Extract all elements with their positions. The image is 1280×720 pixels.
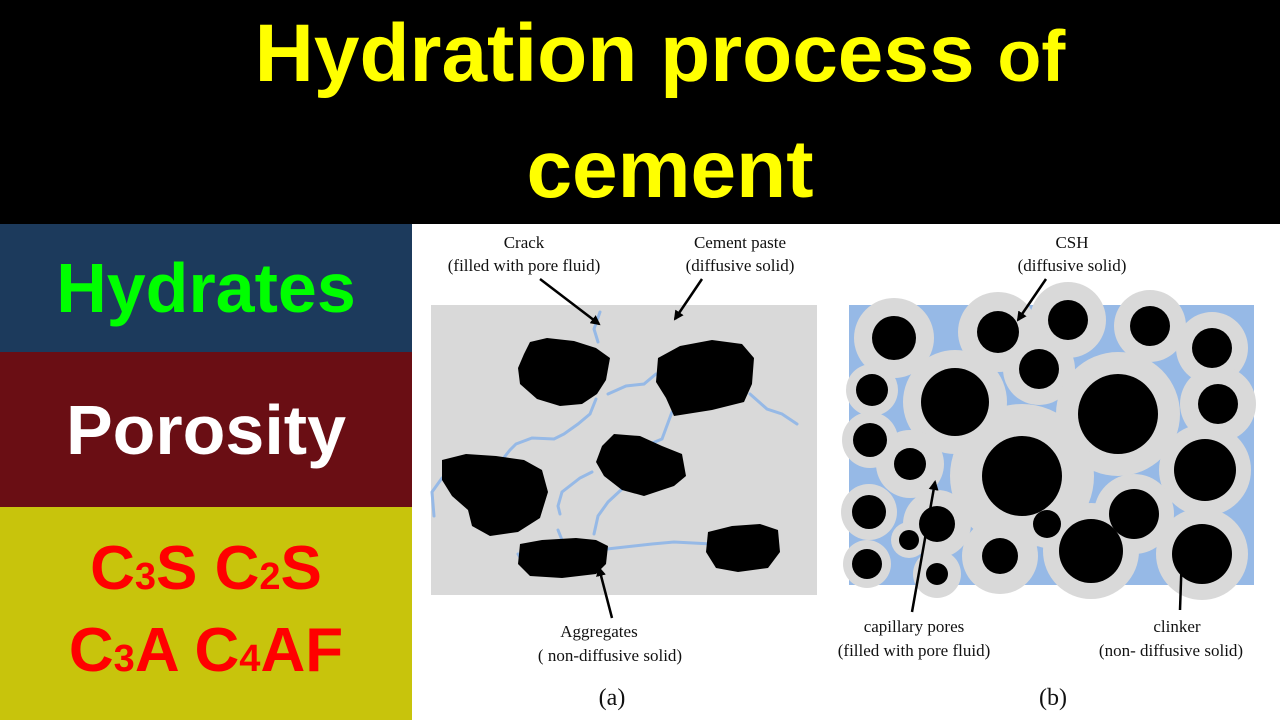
- crack-label: Crack: [504, 233, 545, 252]
- formula-text: S: [280, 533, 322, 603]
- formula-text: A C: [134, 615, 240, 685]
- compound-line-1: C3S C2S: [90, 532, 322, 614]
- clinker-core: [1172, 524, 1232, 584]
- clinker-core: [1019, 349, 1059, 389]
- clinker-core: [856, 374, 888, 406]
- aggregates-label-detail: ( non-diffusive solid): [538, 646, 682, 665]
- hydration-diagram: Crack (filled with pore fluid) Cement pa…: [430, 233, 1256, 711]
- title-bar: Hydration process of cement: [0, 0, 1280, 224]
- clinker-core: [1174, 439, 1236, 501]
- compounds-panel: C3S C2S C3A C4AF: [0, 507, 412, 720]
- clinker-core: [1078, 374, 1158, 454]
- subscript: 4: [239, 637, 261, 680]
- pores-arrow: [910, 480, 939, 613]
- crack-arrow: [539, 278, 601, 326]
- clinker-core: [1109, 489, 1159, 539]
- clinker-core: [1198, 384, 1238, 424]
- clinker-core: [977, 311, 1019, 353]
- clinker-core: [872, 316, 916, 360]
- formula-text: C: [90, 533, 135, 603]
- subscript: 3: [134, 555, 157, 598]
- hydrates-label: Hydrates: [56, 249, 356, 327]
- paste-label-detail: (diffusive solid): [686, 256, 795, 275]
- aggregates-label: Aggregates: [560, 622, 637, 641]
- csh-label-detail: (diffusive solid): [1018, 256, 1127, 275]
- clinker-core: [1059, 519, 1123, 583]
- clinker-particles: [841, 282, 1256, 600]
- formula-text: C: [68, 615, 114, 685]
- porosity-panel: Porosity: [0, 352, 412, 507]
- clinker-core: [1033, 510, 1061, 538]
- hydrates-panel: Hydrates: [0, 224, 412, 352]
- caption-b: (b): [1039, 685, 1067, 711]
- clinker-core: [926, 563, 948, 585]
- clinker-core: [921, 368, 989, 436]
- aggregates-arrow: [596, 566, 614, 619]
- clinker-core: [853, 423, 887, 457]
- pores-label-detail: (filled with pore fluid): [838, 641, 991, 660]
- porosity-label: Porosity: [65, 390, 347, 469]
- clinker-label-detail: (non- diffusive solid): [1099, 641, 1243, 660]
- clinker-core: [982, 538, 1018, 574]
- clinker-core: [1192, 328, 1232, 368]
- clinker-label: clinker: [1153, 617, 1201, 636]
- clinker-core: [982, 436, 1062, 516]
- clinker-core: [894, 448, 926, 480]
- title-main: Hydration process: [254, 8, 975, 99]
- aggregate-particles: [442, 338, 780, 578]
- clinker-core: [852, 495, 886, 529]
- caption-a: (a): [599, 685, 626, 711]
- subscript: 2: [259, 555, 281, 598]
- formula-text: AF: [260, 615, 344, 685]
- csh-label: CSH: [1055, 233, 1088, 252]
- clinker-core: [1130, 306, 1170, 346]
- clinker-core: [899, 530, 919, 550]
- paste-arrow: [673, 278, 704, 321]
- pores-label: capillary pores: [864, 617, 965, 636]
- csh-arrow: [1016, 278, 1048, 322]
- compound-line-2: C3A C4AF: [69, 614, 343, 696]
- title-of: of: [997, 17, 1066, 97]
- clinker-core: [852, 549, 882, 579]
- title-line-2: cement: [526, 124, 814, 215]
- clinker-arrow: [1176, 550, 1187, 611]
- subscript: 3: [113, 637, 135, 680]
- title-line-1: Hydration process of: [0, 2, 1280, 109]
- paste-label: Cement paste: [694, 233, 786, 252]
- formula-text: S C: [156, 533, 260, 603]
- crack-label-detail: (filled with pore fluid): [448, 256, 601, 275]
- clinker-core: [1048, 300, 1088, 340]
